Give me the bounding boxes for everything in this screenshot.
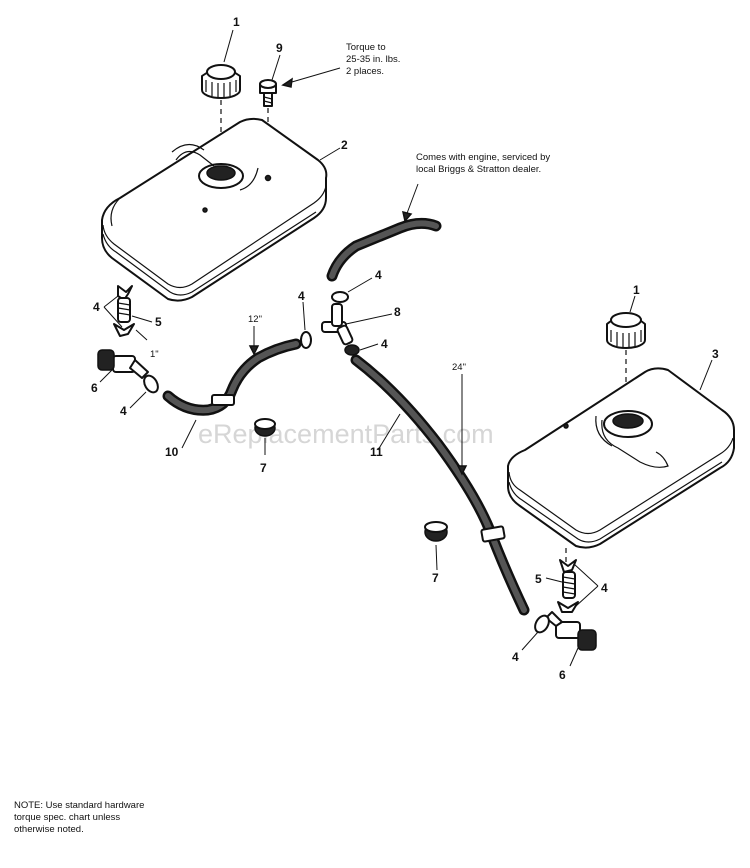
callout-5-right: 5 xyxy=(535,572,542,586)
callout-11: 11 xyxy=(370,445,383,459)
callout-8: 8 xyxy=(394,305,401,319)
callout-4-tee-right: 4 xyxy=(381,337,388,351)
callout-6-left: 6 xyxy=(91,381,98,395)
callout-6-right: 6 xyxy=(559,668,566,682)
clamp-valve-left xyxy=(143,374,159,394)
callout-3: 3 xyxy=(712,347,719,361)
torque-note: Torque to 25-35 in. lbs. 2 places. xyxy=(346,42,400,77)
tee-fitting xyxy=(321,303,354,346)
dimension-24-in: 24" xyxy=(452,362,466,373)
callout-7-right: 7 xyxy=(432,571,439,585)
hose-short-right xyxy=(562,571,576,599)
callout-4-left-upper: 4 xyxy=(93,300,100,314)
shutoff-valve-left xyxy=(97,349,149,379)
dimension-12-in: 12" xyxy=(248,314,262,325)
callouts: 1 9 2 4 5 6 4 10 7 4 4 8 4 11 1 3 7 5 4 … xyxy=(91,15,719,682)
callout-9: 9 xyxy=(276,41,283,55)
shutoff-valve-right xyxy=(545,611,597,651)
watermark: eReplacementParts.com xyxy=(198,419,494,449)
fuel-cap-right xyxy=(606,312,646,349)
fuel-tank-right xyxy=(507,367,735,549)
callout-1-left: 1 xyxy=(233,15,240,29)
svg-text:NOTE: Use standard hardware: NOTE: Use standard hardware xyxy=(14,800,144,811)
clamp-upper-right xyxy=(559,559,577,573)
footer-note: NOTE: Use standard hardware torque spec.… xyxy=(14,800,144,835)
callout-5-left: 5 xyxy=(155,315,162,329)
callout-2: 2 xyxy=(341,138,348,152)
callout-1-right: 1 xyxy=(633,283,640,297)
fuel-hose-engine xyxy=(326,217,442,282)
grommet-left xyxy=(254,418,276,437)
svg-text:2 places.: 2 places. xyxy=(346,66,384,77)
clamp-tee-right xyxy=(344,344,360,356)
grommet-right xyxy=(424,521,448,542)
callout-10: 10 xyxy=(165,445,179,459)
svg-text:25-35 in. lbs.: 25-35 in. lbs. xyxy=(346,54,400,65)
callout-4-left-lower: 4 xyxy=(120,404,127,418)
fuel-tank-left xyxy=(101,117,328,302)
screw xyxy=(259,79,277,107)
clamp-tee-left xyxy=(300,331,312,349)
callout-4-right-lower: 4 xyxy=(512,650,519,664)
svg-text:Torque to: Torque to xyxy=(346,42,386,53)
fuel-hose-24 xyxy=(350,354,530,616)
clamp-lower-right xyxy=(557,601,579,613)
callout-4-tee-top: 4 xyxy=(375,268,382,282)
clamp-lower-left xyxy=(113,323,135,337)
svg-text:Comes with engine, serviced by: Comes with engine, serviced by xyxy=(416,152,550,163)
svg-text:local Briggs & Stratton dealer: local Briggs & Stratton dealer. xyxy=(416,164,541,175)
fuel-hose-12 xyxy=(162,338,302,416)
clamp-valve-right xyxy=(534,614,550,634)
svg-text:torque spec. chart unless: torque spec. chart unless xyxy=(14,812,120,823)
engine-note: Comes with engine, serviced by local Bri… xyxy=(416,152,550,175)
hose-short-left xyxy=(117,297,131,323)
leader-lines xyxy=(99,29,713,667)
dimension-labels: 12" 1" 24" xyxy=(150,314,466,373)
callout-7-left: 7 xyxy=(260,461,267,475)
callout-4-right-upper: 4 xyxy=(601,581,608,595)
callout-4-tee-left: 4 xyxy=(298,289,305,303)
fuel-cap-left xyxy=(201,64,241,99)
clamp-tee-top xyxy=(331,291,349,303)
dimension-1-in: 1" xyxy=(150,349,159,360)
svg-text:otherwise noted.: otherwise noted. xyxy=(14,824,84,835)
